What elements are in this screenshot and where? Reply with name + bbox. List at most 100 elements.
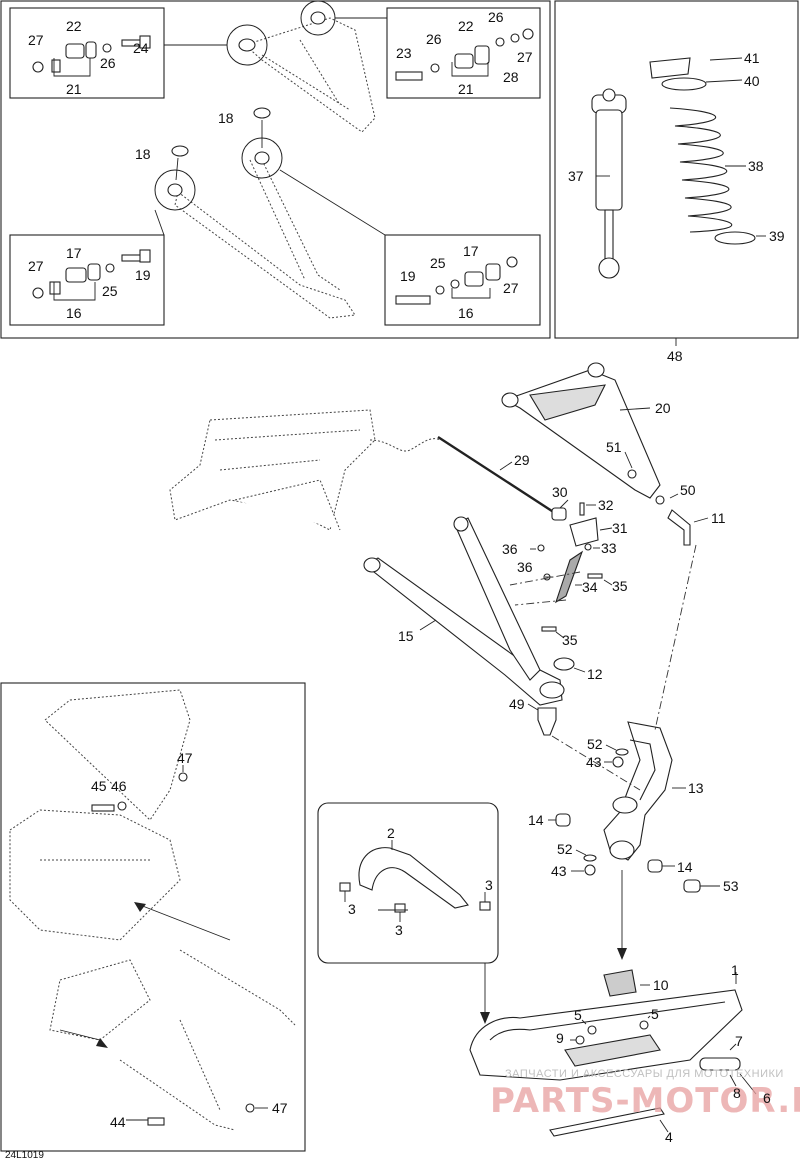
label-35: 35 [562,632,578,648]
stabilizer-link [555,550,584,604]
label-18: 18 [135,146,151,162]
spindle-sleeve [683,879,701,893]
label-8: 8 [733,1085,741,1101]
label-43: 43 [551,863,567,879]
label-22: 22 [458,18,474,34]
label-51: 51 [606,439,622,455]
label-22: 22 [66,18,82,34]
label-27: 27 [28,32,44,48]
label-25: 25 [102,283,118,299]
label-35: 35 [612,578,628,594]
label-1: 1 [731,962,739,978]
hardware-set-upper-right [395,28,534,81]
bushing-callout-circle [154,169,196,211]
label-16: 16 [66,305,82,321]
label-12: 12 [587,666,603,682]
frame-chassis-detail [0,682,306,1152]
label-41: 41 [744,50,760,66]
spring-seat-ring [661,77,707,91]
label-53: 53 [723,878,739,894]
stabilizer-arm [569,517,599,547]
stabilizer-bar [437,435,556,515]
label-26: 26 [488,9,504,25]
label-26: 26 [426,31,442,47]
label-26: 26 [100,55,116,71]
label-17: 17 [66,245,82,261]
label-37: 37 [568,168,584,184]
frame-a-arms-detail [0,0,551,339]
label-45: 45 [91,778,107,794]
upper-a-arm [501,362,665,505]
label-27: 27 [517,49,533,65]
watermark-tagline: ЗАПЧАСТИ И АКСЕССУАРЫ ДЛЯ МОТОТЕХНИКИ [505,1068,784,1080]
diagram-code: 24L1019 [5,1150,44,1161]
label-25: 25 [430,255,446,271]
label-44: 44 [110,1114,126,1130]
label-23: 23 [396,45,412,61]
label-30: 30 [552,484,568,500]
coil-spring [669,107,733,233]
label-11: 11 [711,510,726,526]
chassis-frame-ghost [169,409,441,531]
label-29: 29 [514,452,530,468]
label-19: 19 [400,268,416,284]
hardware-box-lower-left [9,234,165,326]
retaining-ring [553,657,575,671]
lower-a-arm-ghost [174,159,356,319]
label-46: 46 [111,778,127,794]
label-17: 17 [463,243,479,259]
label-39: 39 [769,228,785,244]
label-48: 48 [667,348,683,364]
stabilizer-bushing [551,507,567,521]
label-3: 3 [348,901,356,917]
hardware-set-lower-right [395,256,518,305]
label-15: 15 [398,628,414,644]
hardware-box-upper-right [386,7,541,99]
hardware-box-lower-right [384,234,541,326]
part-number-labels: 27 22 26 24 21 23 26 22 26 27 28 21 18 1… [5,9,785,1161]
label-28: 28 [503,69,519,85]
label-5: 5 [574,1007,582,1023]
label-31: 31 [612,520,628,536]
label-16: 16 [458,305,474,321]
label-5: 5 [651,1006,659,1022]
label-47: 47 [177,750,193,766]
label-47: 47 [272,1100,288,1116]
label-7: 7 [735,1033,743,1049]
hardware-set-upper-left [32,35,151,73]
label-27: 27 [28,258,44,274]
ski-handle [358,847,469,909]
label-18: 18 [218,110,234,126]
spindle-bushing [555,813,571,827]
label-10: 10 [653,977,669,993]
label-20: 20 [655,400,671,416]
frame-handle-detail [317,802,499,964]
ski-spacer [699,1057,741,1071]
ball-joint [537,707,557,736]
label-52: 52 [587,736,603,752]
shock-absorber [591,88,627,279]
label-2: 2 [387,825,395,841]
label-21: 21 [66,81,82,97]
label-13: 13 [688,780,704,796]
label-40: 40 [744,73,760,89]
label-38: 38 [748,158,764,174]
spindle-bushing [647,859,663,873]
hardware-set-lower-left [32,249,151,299]
steering-spindle [603,721,673,861]
label-19: 19 [135,267,151,283]
label-49: 49 [509,696,525,712]
upper-a-arm-ghost [244,17,376,133]
label-4: 4 [665,1129,673,1145]
label-34: 34 [582,579,598,595]
label-52: 52 [557,841,573,857]
label-3: 3 [395,922,403,938]
frame-shock-detail [554,0,799,339]
label-14: 14 [677,859,693,875]
ski-assembly [469,989,743,1137]
label-43: 43 [586,754,602,770]
label-14: 14 [528,812,544,828]
hardware-box-upper-left [9,7,165,99]
label-27: 27 [503,280,519,296]
